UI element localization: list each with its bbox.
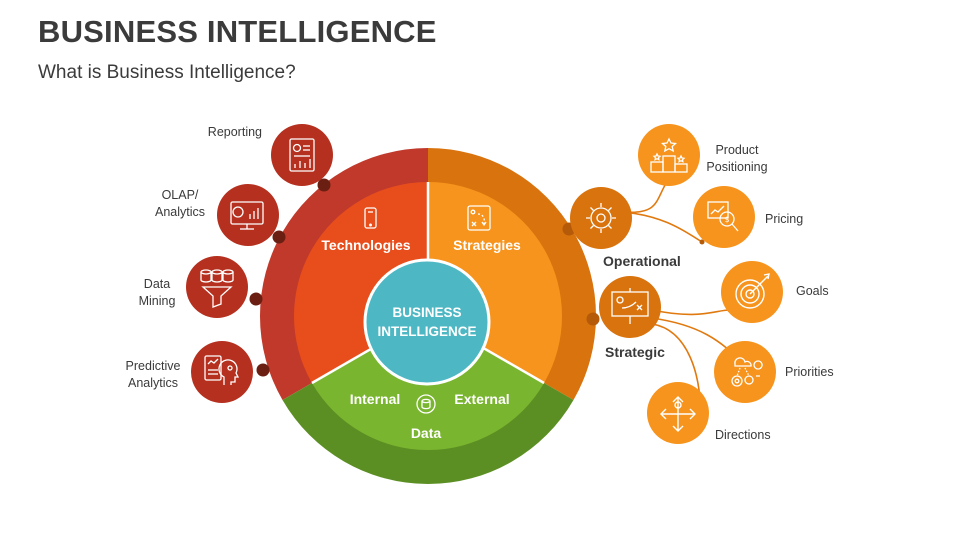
directions-label: Directions <box>715 428 771 442</box>
predictive-analytics-label: Predictive Analytics <box>125 359 181 390</box>
external-label: External <box>454 391 509 407</box>
directions-circle <box>647 382 709 444</box>
strategic-label: Strategic <box>605 344 665 360</box>
directions-icon <box>660 396 696 432</box>
pricing-circle: $ <box>693 186 755 248</box>
database-funnel-icon <box>200 269 234 308</box>
reporting-circle <box>271 124 333 186</box>
brain-chart-icon <box>204 355 240 385</box>
priorities-circle <box>714 341 776 403</box>
center-circle <box>363 258 491 386</box>
technologies-label: Technologies <box>321 237 410 253</box>
target-icon <box>735 273 770 309</box>
center-label-line2: INTELLIGENCE <box>377 324 476 339</box>
predictive-circle <box>191 341 253 403</box>
product-positioning-label: Product Positioning <box>706 143 768 174</box>
operational-label: Operational <box>603 253 681 269</box>
priorities-label: Priorities <box>785 365 834 379</box>
olap-circle <box>217 184 279 246</box>
pricing-label: Pricing <box>765 212 804 226</box>
strategic-circle <box>599 276 661 338</box>
gear-icon <box>586 203 616 233</box>
presentation-board-icon <box>611 288 649 324</box>
operational-circle <box>570 187 632 249</box>
mobile-phone-icon <box>364 207 377 229</box>
podium-star-icon <box>650 137 688 173</box>
product-positioning-circle <box>638 124 700 186</box>
svg-text:$: $ <box>724 215 729 224</box>
database-sync-icon <box>416 394 436 414</box>
goals-circle <box>721 261 783 323</box>
data-mining-label: Data Mining <box>138 277 176 308</box>
olap-label: OLAP/ Analytics <box>154 188 206 219</box>
analytics-monitor-icon <box>230 201 264 230</box>
priorities-icon <box>731 357 763 387</box>
price-search-icon: $ <box>707 201 739 232</box>
page-title: BUSINESS INTELLIGENCE <box>38 14 437 49</box>
center-label-line1: BUSINESS <box>392 305 461 320</box>
internal-label: Internal <box>350 391 401 407</box>
page-subtitle: What is Business Intelligence? <box>38 62 296 83</box>
strategy-board-icon <box>467 205 491 231</box>
goals-label: Goals <box>796 284 829 298</box>
left-connector-dots <box>249 178 331 377</box>
reporting-label: Reporting <box>207 125 262 139</box>
report-document-icon <box>289 138 315 172</box>
data-label: Data <box>411 425 442 441</box>
strategies-label: Strategies <box>453 237 521 253</box>
data-mining-circle <box>186 256 248 318</box>
